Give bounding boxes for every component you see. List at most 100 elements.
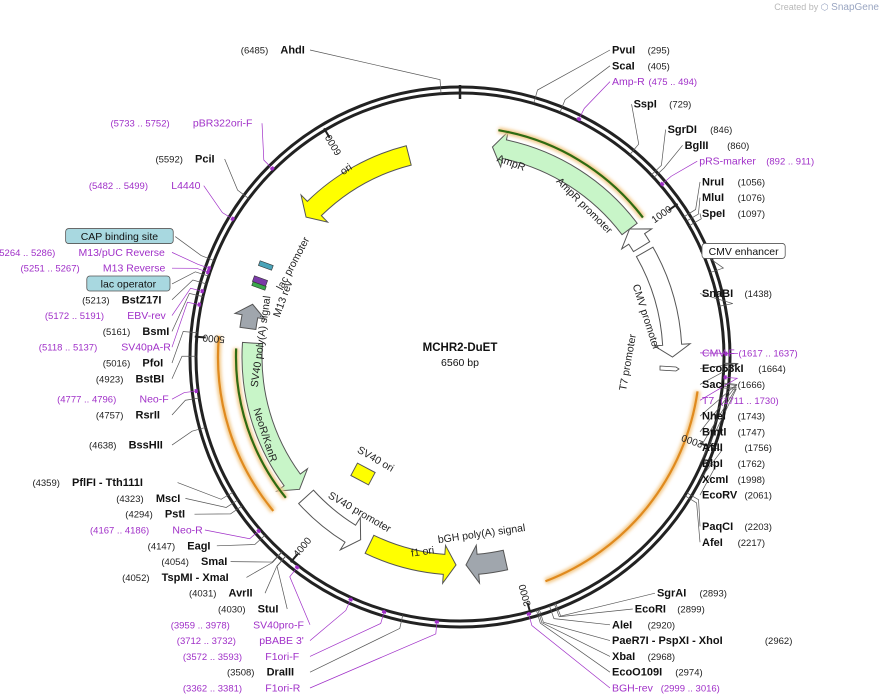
site-stui: (4030)StuI — [218, 604, 278, 616]
site-paer7i-pspxi-xhoi: PaeR7I - PspXI - XhoI(2962) — [612, 635, 792, 647]
pos-xbai: (2968) — [648, 652, 675, 663]
leader-mlui — [686, 197, 701, 222]
site-bstbi: (4923)BstBI — [96, 373, 164, 385]
site-afei: AfeI(2217) — [702, 537, 765, 549]
primer-mark-f1ori-f — [381, 609, 387, 614]
primer-mark-neo-f — [194, 388, 198, 394]
leader-psti — [194, 505, 243, 515]
box-label-lac-operator: lac operator — [101, 278, 157, 290]
pos-bgh-rev: (2999 .. 3016) — [661, 684, 720, 695]
pos-pfoi: (5016) — [103, 358, 130, 369]
site-ahdi: (6485)AhdI — [241, 45, 305, 57]
site-bmti: BmtI(1747) — [702, 426, 765, 438]
site-ecorv: EcoRV(2061) — [702, 490, 772, 502]
site-mlui: MluI(1076) — [702, 192, 765, 204]
tick-mark-5000 — [194, 335, 206, 339]
leader-pflfi-tth111i — [177, 482, 234, 500]
leader-bsshii — [171, 427, 206, 446]
primer-mark-amp-r — [576, 116, 582, 122]
leader-pbabe-3 — [309, 597, 352, 641]
label-m13-reverse: M13 Reverse — [103, 263, 166, 275]
box-label-cmv-enhancer: CMV enhancer — [709, 246, 780, 258]
pos-ecorv: (2061) — [745, 491, 772, 502]
leader-nrui — [683, 181, 701, 218]
leader-cmv-f — [699, 352, 738, 355]
pos-afei: (2217) — [738, 538, 765, 549]
site-bstz17i: (5213)BstZ17I — [82, 294, 161, 306]
leader-bgh-rev — [527, 611, 611, 689]
primer-neo-r: (4167 .. 4186) Neo-R — [90, 525, 203, 537]
primer-mark-m13-puc-reverse — [207, 265, 212, 271]
leader-bstz17i — [171, 279, 207, 301]
pos-bglii: (860) — [727, 141, 749, 152]
leader-avrii — [264, 555, 287, 594]
site-blpi: BlpI(1762) — [702, 458, 765, 470]
snapgene-logo-icon: ⬡ — [820, 2, 829, 12]
tick-label-6000: 6000 — [323, 132, 344, 157]
pos-bsmi: (5161) — [103, 327, 130, 338]
cmv-promoter-arc — [635, 246, 692, 358]
feature-cap-binding-site: CAP binding site — [65, 228, 174, 244]
primer-mark-prs-marker — [659, 181, 665, 187]
tick-label-1000: 1000 — [650, 204, 675, 226]
label-stui: StuI — [258, 604, 279, 616]
site-pcii: (5592)PciI — [155, 153, 214, 165]
pos-blpi: (1762) — [738, 459, 765, 470]
primer-m13-reverse: (5251 .. 5267)M13 Reverse — [21, 263, 166, 275]
primer-mark-l4440 — [230, 216, 236, 222]
tick-mark-3000 — [526, 602, 532, 614]
feature-label-bgh-poly-a-signal: bGH poly(A) signal — [437, 522, 526, 546]
label-paer7i-pspxi-xhoi: PaeR7I - PspXI - XhoI — [612, 635, 723, 647]
leader-scai — [559, 65, 611, 113]
leader-amp-r — [577, 81, 611, 122]
pos-sspi: (729) — [669, 100, 691, 111]
label-mlui: MluI — [702, 192, 724, 204]
label-sv40pro-f: SV40pro-F — [253, 619, 304, 631]
label-ecoo109i: EcoO109I — [612, 667, 662, 679]
leader-draiii — [309, 614, 404, 673]
label-pbr322ori-f: pBR322ori-F — [193, 118, 253, 130]
primer-mark-bgh-rev — [526, 611, 532, 616]
label-scai: ScaI — [612, 60, 635, 72]
site-ecoo109i: EcoO109I(2974) — [612, 667, 703, 679]
site-alei: AleI(2920) — [612, 619, 675, 631]
leader-bglii — [653, 145, 683, 178]
sv40-promoter-arc — [297, 489, 362, 552]
label-sv40pa-r: SV40pA-R — [121, 342, 171, 354]
leader-m13-reverse — [171, 267, 210, 274]
primer-mark-m13-reverse — [205, 269, 210, 275]
t7-promoter-arrow — [659, 365, 680, 372]
pos-paqci: (2203) — [745, 522, 772, 533]
pos-draiii: (3508) — [227, 668, 254, 679]
feature-label-f1-ori: f1 ori — [410, 544, 435, 559]
pos-pbabe-3: (3712 .. 3732) — [177, 636, 236, 647]
primer-pbr322ori-f: (5733 .. 5752)pBR322ori-F — [111, 118, 253, 130]
tick-label-4000: 4000 — [292, 535, 315, 559]
label-nhei: NheI — [702, 411, 726, 423]
label-sgrai: SgrAI — [657, 588, 686, 600]
primer-bgh-rev: BGH-rev(2999 .. 3016) — [612, 683, 720, 695]
leader-aflii — [699, 385, 737, 448]
primer-f1ori-r: (3362 .. 3381)F1ori-R — [183, 683, 301, 695]
site-pfoi: (5016)PfoI — [103, 357, 163, 369]
leader-smai — [230, 551, 282, 563]
label-pcii: PciI — [195, 153, 215, 165]
leader-paqci — [686, 492, 701, 527]
sv40-polya-arc — [233, 303, 267, 331]
label-pvui: PvuI — [612, 45, 635, 57]
leader-ecori — [553, 603, 633, 618]
pos-t7: (1711 .. 1730) — [720, 396, 778, 407]
label-spei: SpeI — [702, 208, 725, 220]
pos-aflii: (1756) — [745, 443, 772, 454]
label-neo-r: Neo-R — [172, 525, 203, 537]
pos-neo-r: (4167 .. 4186) — [90, 526, 149, 537]
pos-spei: (1097) — [738, 209, 765, 220]
pos-tspmi-xmai: (4052) — [122, 573, 149, 584]
leader-sspi — [629, 104, 640, 156]
label-avrii: AvrII — [229, 588, 253, 600]
primer-neo-f: (4777 .. 4796)Neo-F — [57, 394, 169, 406]
label-msci: MscI — [156, 493, 180, 505]
site-avrii: (4031)AvrII — [189, 588, 253, 600]
box-cmv-enhancer — [701, 243, 786, 259]
